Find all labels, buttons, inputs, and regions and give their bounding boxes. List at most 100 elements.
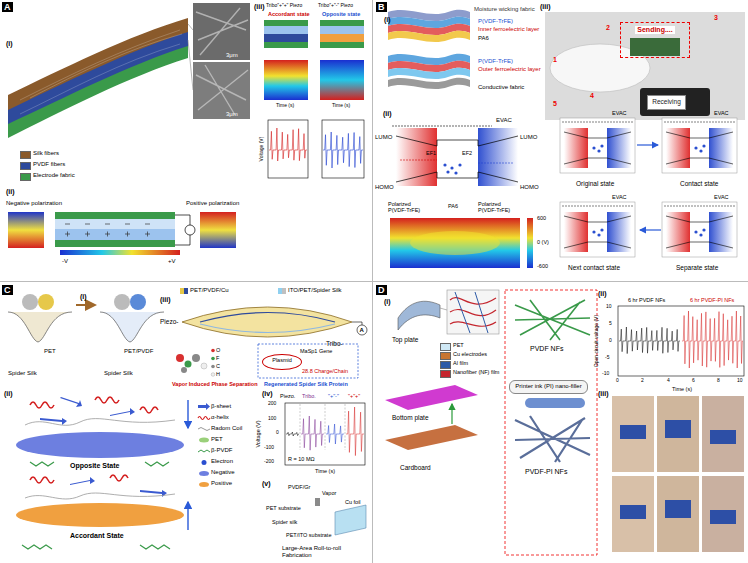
label: 0 [276,430,279,436]
panel-letter: D [376,285,387,295]
molecule-model [211,349,215,353]
device-schematic [264,60,308,100]
legend-shape [198,403,210,410]
molecule-model [201,363,207,369]
waveform [323,132,363,168]
lens-device [182,307,352,337]
roll-to-roll [315,498,366,535]
label: -5 [605,355,609,361]
label: EF2 [462,150,472,156]
label: Time (s) [315,468,335,474]
label: -600 [537,263,548,269]
legend-shape [198,428,210,431]
label: PA6 [448,203,458,209]
potential-wells [8,294,164,342]
textile-layers [388,31,470,42]
device-schematic [264,26,308,34]
lens-device [357,325,367,335]
band-diagram [458,163,461,166]
polarization-schematic [185,225,195,235]
lens-device [200,313,335,323]
sensor-plates [525,398,585,408]
molecule-model [176,354,184,362]
label: "+"+" [348,393,360,399]
label: Spider silk [272,519,297,525]
sensor-plates [385,290,597,555]
label: PVDF NFs [530,345,563,353]
protein-structure [187,502,188,530]
label: Separate state [676,264,718,271]
label: +V [168,258,176,265]
fabric-layers [188,24,193,30]
device-schematic [264,42,308,48]
legend-shape [199,482,209,487]
label: P(VDF-TrFE) [478,58,513,65]
panel-letter: C [2,285,13,295]
label: PVDF/Gr [288,484,310,490]
protein-structure [16,397,188,549]
device-schematic [320,42,364,48]
lens-device [180,288,184,294]
device-schematic [322,120,364,178]
legend-swatch [20,173,31,181]
label: -200 [264,459,274,465]
sensor-plates [447,290,499,334]
waveform [346,407,364,456]
label: PET/ITO substrate [286,532,331,538]
label: (i) [80,293,87,301]
wearable-photo [620,505,646,519]
process-box: Receiving [647,95,686,110]
label: Inner ferroelectric layer [478,26,539,33]
label: Piezo- [160,318,178,325]
chart-frame [618,306,744,376]
label: O [216,347,220,353]
process-box: Plasmid [262,354,302,370]
label: 6 [692,378,695,384]
device-schematic [264,20,364,178]
node-text: Printer ink (PI) nano-filler [515,383,581,390]
label: 2 [606,24,610,32]
wearable-photo [710,430,736,444]
potential-wells [38,294,54,310]
wearable-photo [665,420,691,438]
potential-wells [100,312,164,342]
sensor-plates [515,416,590,462]
label: Contact state [680,180,718,187]
label: (i) [6,40,13,48]
label: 0 (V) [537,239,549,245]
wearable-photo [657,476,699,552]
sem-image [193,3,250,60]
label: EVAC [496,117,512,124]
label: (i) [384,16,391,24]
device-photo [545,12,745,120]
label: Moisture wicking fabric [474,6,535,13]
label: MaSp1 Gene [300,348,332,354]
band-diagram [527,218,533,268]
band-diagram [478,163,514,164]
label: EVAC [714,110,729,116]
label: Opposite state [322,11,360,17]
waveform [286,432,299,436]
panel-letter: A [2,2,13,12]
label: Tribo"+"+" Piezo [266,3,302,9]
label: 1 [553,56,557,64]
molecule-model [185,361,192,368]
polarization-schematic [65,224,150,237]
label: Vapor Induced Phase Separation [172,381,258,387]
potential-wells [76,304,95,306]
label: (iv) [262,390,273,398]
wearable-photo [665,500,691,518]
wearable-photo [702,396,744,472]
label: (iii) [540,3,551,11]
process-box: Sending.... [620,22,690,58]
device-schematic [268,120,308,178]
legend-text: β-PVDF [211,447,232,454]
label: 28.8 Charge/Chain [302,368,348,374]
label: -100 [264,445,274,451]
chart-frame [300,404,345,450]
legend-shape [199,471,209,476]
protein-structure [30,397,158,413]
label: (ii) [6,188,15,196]
legend-shape [198,450,210,452]
